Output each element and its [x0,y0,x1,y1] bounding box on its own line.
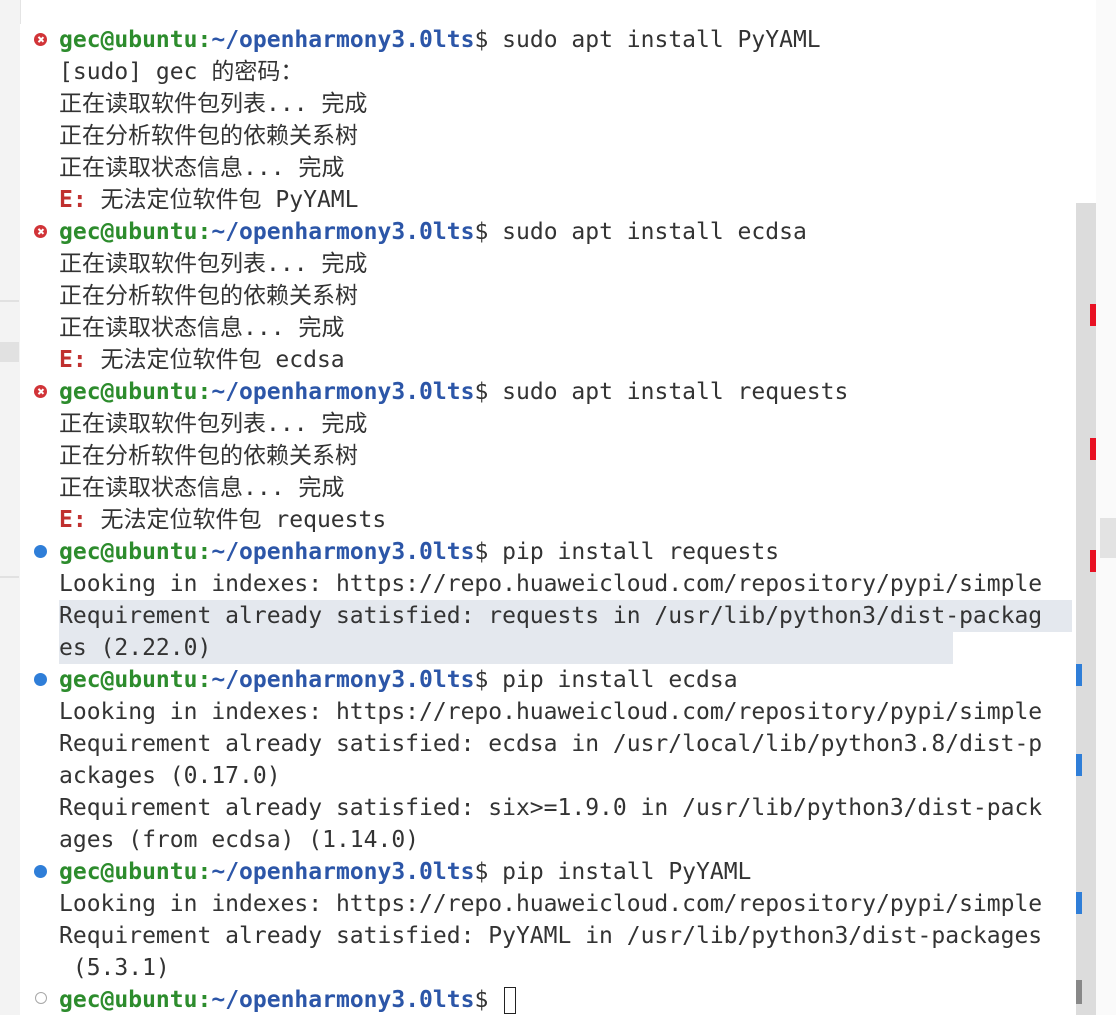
error-line: E: 无法定位软件包 requests [59,504,386,536]
command-prompt-line: gec@ubuntu:~/openharmony3.0lts$ pip inst… [59,536,779,568]
success-dot-icon[interactable] [34,545,47,558]
prompt-user: gec@ubuntu [59,859,198,885]
prompt-path: ~/openharmony3.0lts [211,27,475,53]
command-text: pip install PyYAML [488,859,752,885]
command-prompt-line: gec@ubuntu:~/openharmony3.0lts$ sudo apt… [59,216,807,248]
command-text: sudo apt install ecdsa [488,219,807,245]
prompt-dollar: $ [474,219,489,245]
output-line: Requirement already satisfied: PyYAML in… [59,923,1043,949]
panel-highlight [1100,518,1116,558]
left-sidebar-edge [0,0,21,1015]
output-line: Requirement already satisfied: six>=1.9.… [59,795,1043,821]
scrollbar-thumb[interactable] [1076,980,1082,1004]
output-line: 正在读取软件包列表... 完成 [59,411,368,437]
command-prompt-line: gec@ubuntu:~/openharmony3.0lts$ pip inst… [59,664,738,696]
error-scroll-marker [1090,550,1096,572]
command-input-text [488,987,502,1013]
output-line: Requirement already satisfied: ecdsa in … [59,731,1043,757]
output-line: 正在分析软件包的依赖关系树 [59,443,358,469]
prompt-dollar: $ [474,27,489,53]
output-line: 正在读取软件包列表... 完成 [59,91,368,117]
error-message: 无法定位软件包 PyYAML [86,187,359,213]
command-text: sudo apt install requests [488,379,849,405]
sidebar-highlight [0,342,19,362]
command-prompt-line: gec@ubuntu:~/openharmony3.0lts$ sudo apt… [59,24,821,56]
error-prefix: E: [59,187,87,213]
output-line: 正在读取软件包列表... 完成 [59,251,368,277]
prompt-colon: : [197,379,212,405]
prompt-dollar: $ [474,667,489,693]
error-scroll-marker [1090,304,1096,326]
prompt-colon: : [197,27,212,53]
error-scroll-marker [1090,438,1096,460]
prompt-user: gec@ubuntu [59,219,198,245]
error-prefix: E: [59,507,87,533]
error-line: E: 无法定位软件包 PyYAML [59,184,358,216]
command-prompt-line: gec@ubuntu:~/openharmony3.0lts$ pip inst… [59,856,751,888]
success-scroll-marker [1076,664,1082,686]
prompt-colon: : [197,859,212,885]
success-scroll-marker [1076,754,1082,776]
output-line: (5.3.1) [59,955,170,981]
output-line: Requirement already satisfied: requests … [59,603,1043,629]
prompt-colon: : [197,667,212,693]
selection-highlight [59,600,1072,632]
current-prompt-line[interactable]: gec@ubuntu:~/openharmony3.0lts$ [59,984,517,1016]
prompt-dollar: $ [474,987,489,1013]
output-line: ackages (0.17.0) [59,763,281,789]
error-message: 无法定位软件包 ecdsa [86,347,345,373]
output-line: 正在读取状态信息... 完成 [59,315,345,341]
prompt-path: ~/openharmony3.0lts [211,667,475,693]
output-line: 正在分析软件包的依赖关系树 [59,283,358,309]
prompt-path: ~/openharmony3.0lts [211,539,475,565]
output-line: Looking in indexes: https://repo.huaweic… [59,891,1043,917]
error-circle-icon[interactable] [34,33,47,46]
right-side-panel [1096,0,1116,1015]
sidebar-divider [0,576,19,578]
command-text: sudo apt install PyYAML [488,27,821,53]
sidebar-divider [0,300,19,302]
success-dot-icon[interactable] [34,673,47,686]
prompt-path: ~/openharmony3.0lts [211,859,475,885]
error-prefix: E: [59,347,87,373]
prompt-dollar: $ [474,539,489,565]
prompt-colon: : [197,219,212,245]
error-line: E: 无法定位软件包 ecdsa [59,344,345,376]
prompt-dollar: $ [474,859,489,885]
prompt-colon: : [197,539,212,565]
output-line: Looking in indexes: https://repo.huaweic… [59,571,1043,597]
output-line: 正在读取状态信息... 完成 [59,475,345,501]
prompt-colon: : [197,987,212,1013]
prompt-dollar: $ [474,379,489,405]
error-circle-icon[interactable] [34,385,47,398]
empty-circle-icon[interactable] [35,992,47,1004]
error-circle-icon[interactable] [34,225,47,238]
output-line: [sudo] gec 的密码： [59,59,304,85]
error-message: 无法定位软件包 requests [86,507,387,533]
selection-highlight [59,632,953,664]
success-scroll-marker [1076,892,1082,914]
command-text: pip install ecdsa [488,667,738,693]
output-line: 正在分析软件包的依赖关系树 [59,123,358,149]
command-prompt-line: gec@ubuntu:~/openharmony3.0lts$ sudo apt… [59,376,848,408]
prompt-path: ~/openharmony3.0lts [211,379,475,405]
prompt-user: gec@ubuntu [59,379,198,405]
output-line: ages (from ecdsa) (1.14.0) [59,827,420,853]
output-line: 正在读取状态信息... 完成 [59,155,345,181]
output-line: es (2.22.0) [59,635,212,661]
terminal-scrollbar[interactable] [1076,203,1096,1015]
command-text: pip install requests [488,539,780,565]
output-line: Looking in indexes: https://repo.huaweic… [59,699,1043,725]
prompt-user: gec@ubuntu [59,667,198,693]
text-cursor [504,987,517,1014]
prompt-path: ~/openharmony3.0lts [211,987,475,1013]
prompt-user: gec@ubuntu [59,987,198,1013]
terminal-panel[interactable]: gec@ubuntu:~/openharmony3.0lts$ sudo apt… [20,24,1072,1015]
success-dot-icon[interactable] [34,865,47,878]
prompt-user: gec@ubuntu [59,27,198,53]
prompt-user: gec@ubuntu [59,539,198,565]
prompt-path: ~/openharmony3.0lts [211,219,475,245]
